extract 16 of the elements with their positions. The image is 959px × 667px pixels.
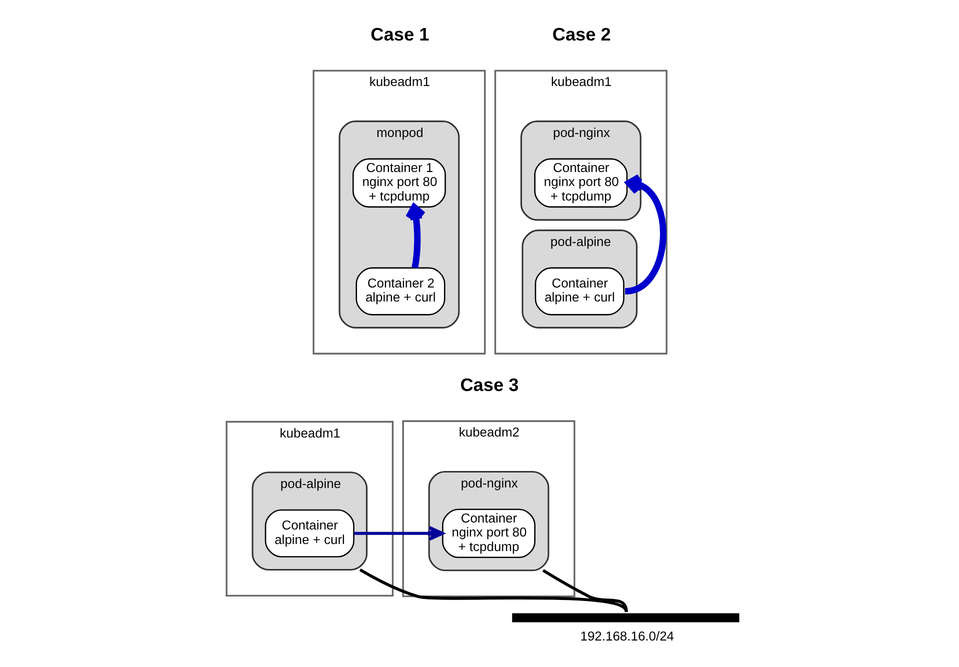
- node-box: Container alpine + curl: [534, 267, 624, 316]
- arrow: [404, 204, 426, 268]
- connector: [542, 569, 628, 612]
- node-box: Container 2 alpine + curl: [355, 267, 445, 316]
- node-box: Container alpine + curl: [264, 509, 354, 558]
- label: Case 3: [460, 374, 518, 395]
- node-box: Container nginx port 80 + tcpdump: [534, 158, 628, 208]
- label: Case 1: [370, 24, 429, 44]
- arrow: [354, 526, 444, 541]
- arrow: [624, 174, 666, 295]
- node-box: Container 1 nginx port 80 + tcpdump: [352, 158, 446, 208]
- node-label: 192.168.16.0/24: [580, 628, 674, 644]
- node-box: Container nginx port 80 + tcpdump: [442, 508, 535, 558]
- label: Case 2: [552, 24, 610, 44]
- connector: [358, 568, 628, 613]
- node-bar: [512, 613, 739, 622]
